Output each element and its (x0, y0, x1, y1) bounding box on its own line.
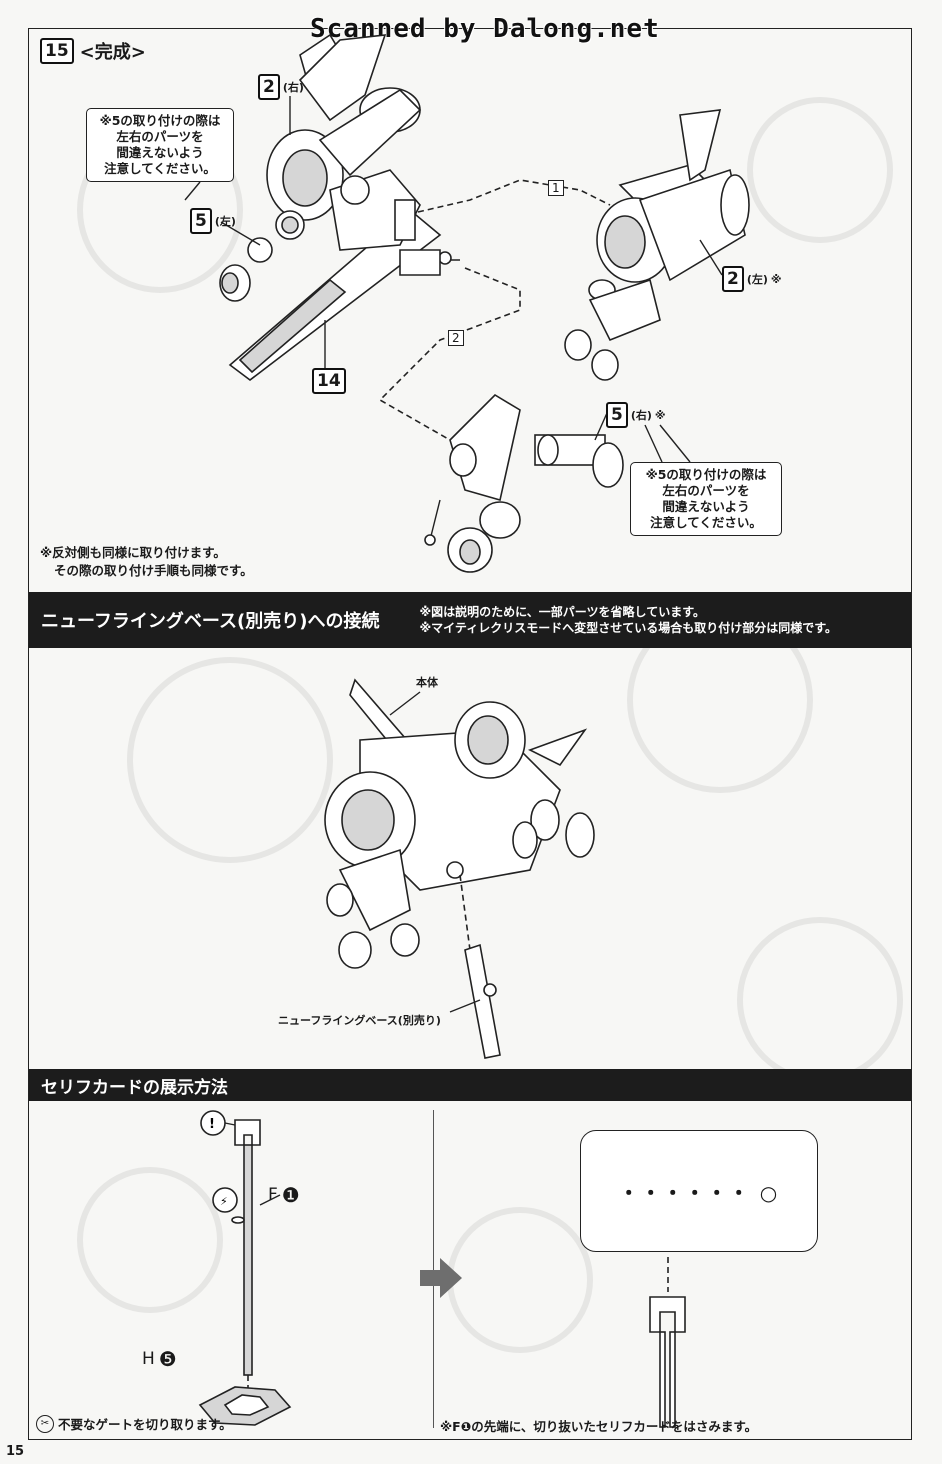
card-stand-illustration: ! ⚡ (198, 1110, 292, 1426)
footnote: ※反対側も同様に取り付けます。 その際の取り付け手順も同様です。 (40, 545, 253, 578)
label-flying-base: ニューフライングベース(別売り) (278, 1014, 441, 1027)
section-bar-card-display: セリフカードの展示方法 (29, 1069, 911, 1101)
step-15-header: 15 <完成> (40, 38, 146, 64)
section-divider (433, 1110, 434, 1428)
svg-text:!: ! (209, 1117, 215, 1132)
caption-insert-card: ※F❶の先端に、切り抜いたセリフカードをはさみます。 (440, 1419, 758, 1434)
sequence-2: 2 (448, 330, 464, 346)
sequence-1: 1 (548, 180, 564, 196)
flying-base-illustration (324, 678, 595, 1059)
label-part-f1: F ❶ (268, 1183, 300, 1207)
label-part-5-right: 5 (右) ※ (606, 402, 666, 428)
page-number: 15 (6, 1444, 25, 1459)
label-part-2-left: 2 (左) ※ (722, 266, 782, 292)
step-title: <完成> (79, 42, 146, 63)
svg-text:⚡: ⚡ (220, 1195, 228, 1208)
part-2-left (564, 109, 750, 381)
caution-note-right: ※5の取り付けの際は 左右のパーツを 間違えないよう 注意してください。 (630, 462, 782, 536)
step-15-illustration (184, 33, 750, 573)
caption-cut-gate: ✂ 不要なゲートを切り取ります。 (36, 1414, 232, 1433)
label-part-5-left: 5 (左) (190, 208, 236, 234)
assembled-unit-left (219, 33, 460, 382)
section-notes-flying-base: ※図は説明のために、一部パーツを省略しています。 ※マイティレクリスモードへ変型… (419, 605, 837, 635)
caution-note-top: ※5の取り付けの際は 左右のパーツを 間違えないよう 注意してください。 (86, 108, 234, 182)
section-bar-flying-base: ニューフライングベース(別売り)への接続 ※図は説明のために、一部パーツを省略し… (29, 592, 911, 648)
label-part-2-right: 2 (右) (258, 74, 304, 100)
part-5-right (424, 393, 624, 573)
section-title-flying-base: ニューフライングベース(別売り)への接続 (41, 611, 380, 632)
page-frame (28, 28, 912, 1440)
label-part-14: 14 (312, 368, 346, 394)
label-body: 本体 (416, 676, 438, 689)
card-holder-illustration (649, 1257, 686, 1428)
speech-card: ・・・・・・ ○ (580, 1130, 818, 1252)
label-part-h5: H ❺ (142, 1347, 177, 1371)
arrow-right-icon (420, 1258, 462, 1298)
step-number: 15 (40, 38, 74, 64)
gate-cut-icon: ✂ (36, 1414, 54, 1433)
speech-card-text: ・・・・・・ ○ (618, 1180, 780, 1205)
